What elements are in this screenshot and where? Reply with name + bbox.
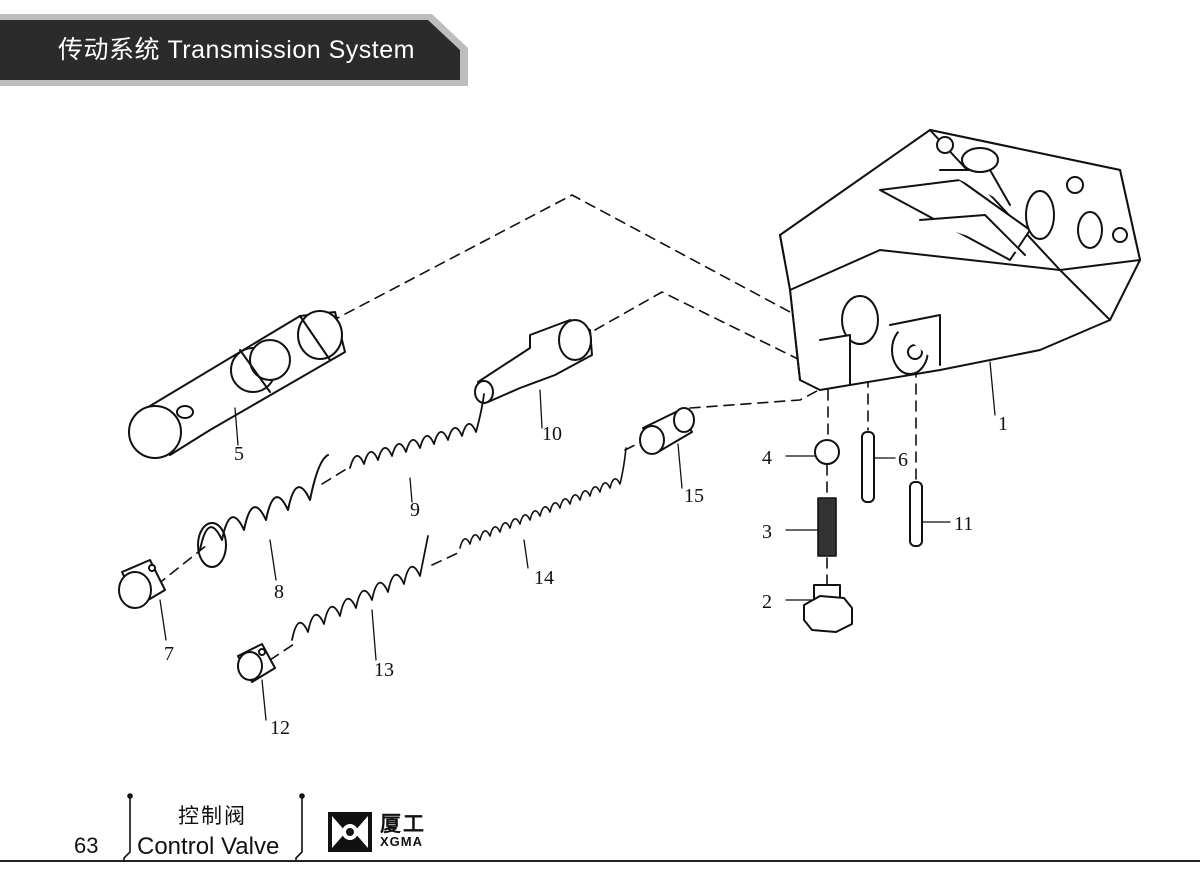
brand-name-en: XGMA (380, 834, 423, 849)
pin-11 (909, 481, 923, 547)
callout-7: 7 (164, 643, 174, 665)
callout-9: 9 (410, 499, 420, 521)
section-title-zh: 控制阀 (178, 804, 247, 828)
small-spring (817, 497, 837, 557)
sleeve (639, 407, 695, 455)
callout-8: 8 (274, 581, 284, 603)
spring-8 (197, 454, 329, 568)
steel-ball (814, 439, 840, 465)
callout-2: 2 (762, 591, 772, 613)
plunger (474, 319, 593, 404)
cap-7 (118, 559, 166, 609)
callout-14: 14 (534, 567, 554, 589)
brand-name-zh: 厦工 (380, 812, 426, 836)
page-number: 63 (74, 833, 99, 858)
callout-13: 13 (374, 659, 394, 681)
callout-3: 3 (762, 521, 772, 543)
callout-11: 11 (954, 513, 973, 535)
valve-body (779, 129, 1141, 391)
section-title-en: Control Valve (137, 833, 280, 860)
spring-9 (349, 393, 485, 469)
page-title: 传动系统 Transmission System (58, 36, 415, 64)
callout-1: 1 (998, 413, 1008, 435)
callout-4: 4 (762, 447, 772, 469)
callout-5: 5 (234, 443, 244, 465)
cap-12 (237, 643, 276, 683)
callout-10: 10 (542, 423, 562, 445)
spring-13 (291, 535, 429, 641)
main-spool (128, 310, 346, 459)
callout-15: 15 (684, 485, 704, 507)
callout-6: 6 (898, 449, 908, 471)
callout-12: 12 (270, 717, 290, 739)
header-band (0, 14, 468, 86)
footer-rule (0, 860, 1200, 862)
plug-bolt (803, 584, 853, 633)
pin-6 (861, 431, 875, 503)
xgma-logo-icon (328, 812, 372, 852)
spring-14 (459, 447, 627, 549)
